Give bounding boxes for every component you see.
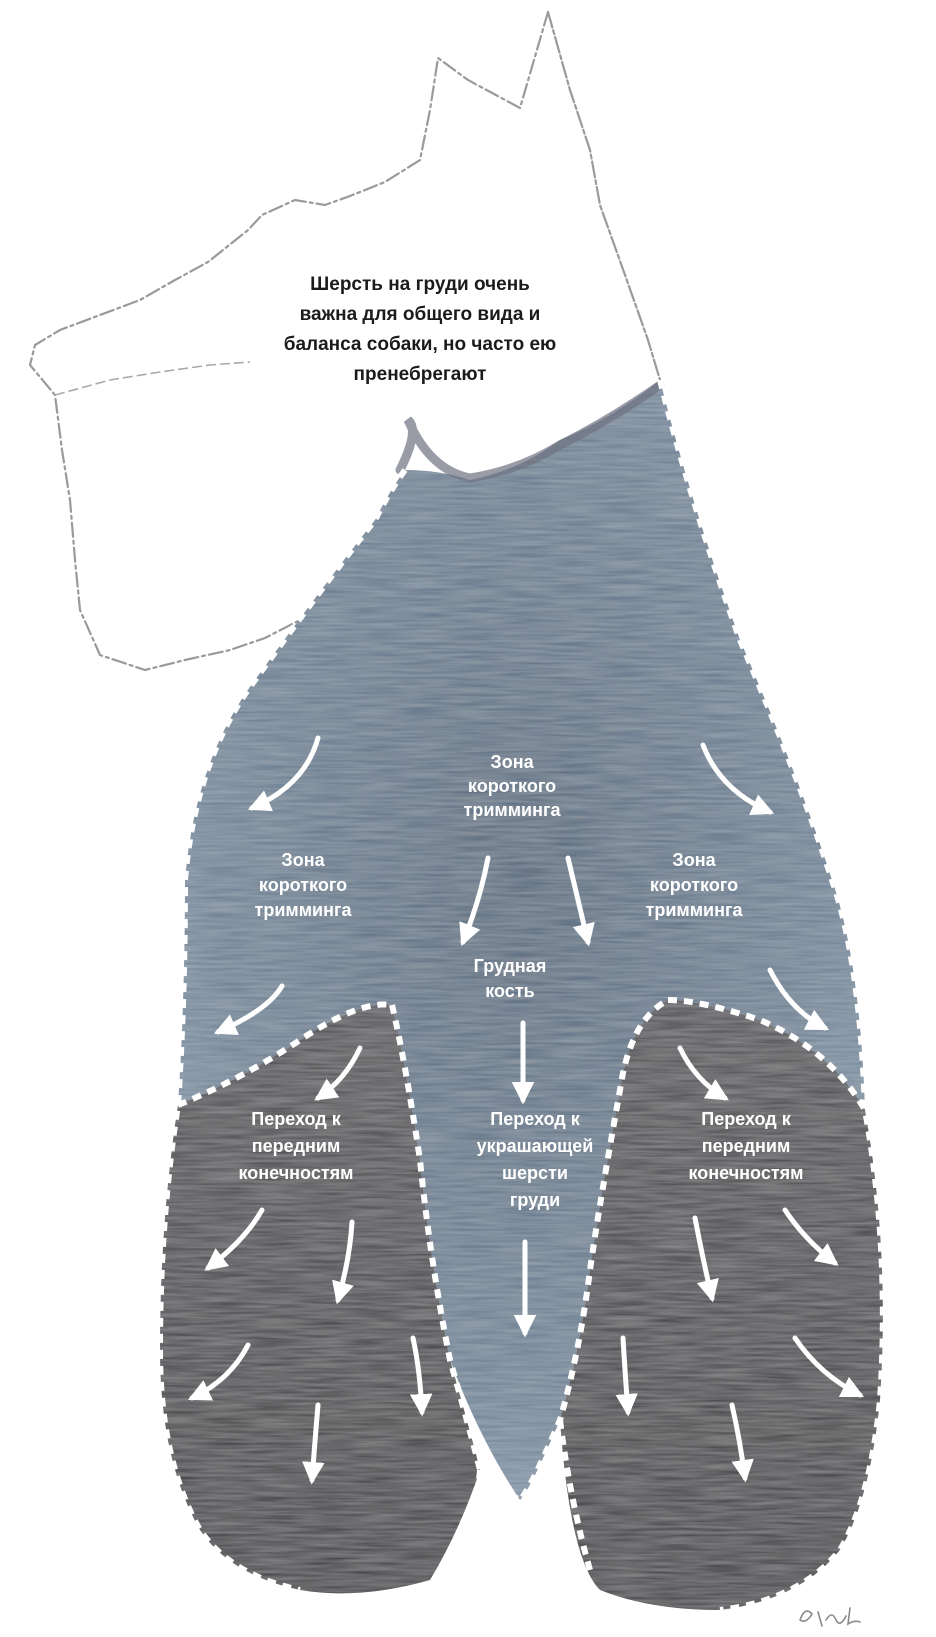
label-short-trim-left: Зона: [281, 850, 325, 870]
label-short-trim-right: Зона: [672, 850, 716, 870]
caption-line: баланса собаки, но часто ею: [284, 334, 557, 355]
label-decorative-transition: шерсти: [502, 1163, 568, 1183]
dog-ear-outline: [548, 12, 660, 380]
caption: Шерсть на груди очень важна для общего в…: [284, 274, 557, 385]
label-short-trim-center: тримминга: [464, 800, 562, 820]
caption-line: важна для общего вида и: [300, 304, 541, 325]
label-short-trim-right: короткого: [650, 875, 738, 895]
dog-jaw-outline: [55, 362, 250, 395]
label-short-trim-left: тримминга: [255, 900, 353, 920]
caption-line: Шерсть на груди очень: [310, 274, 530, 295]
label-decorative-transition: украшающей: [477, 1136, 594, 1156]
caption-line: пренебрегают: [354, 364, 487, 385]
artist-signature: [800, 1608, 860, 1626]
label-decorative-transition: груди: [510, 1190, 560, 1210]
label-short-trim-right: тримминга: [646, 900, 744, 920]
label-forelimb-left: Переход к: [251, 1109, 341, 1129]
label-decorative-transition: Переход к: [490, 1109, 580, 1129]
label-forelimb-right: Переход к: [701, 1109, 791, 1129]
label-short-trim-center: Зона: [490, 752, 534, 772]
label-forelimb-right: передним: [702, 1136, 791, 1156]
label-sternum: Грудная: [474, 956, 547, 976]
label-forelimb-left: передним: [252, 1136, 341, 1156]
label-short-trim-left: короткого: [259, 875, 347, 895]
label-forelimb-right: конечностям: [689, 1163, 804, 1183]
label-forelimb-left: конечностям: [239, 1163, 354, 1183]
label-sternum: кость: [485, 981, 534, 1001]
label-short-trim-center: короткого: [468, 776, 556, 796]
